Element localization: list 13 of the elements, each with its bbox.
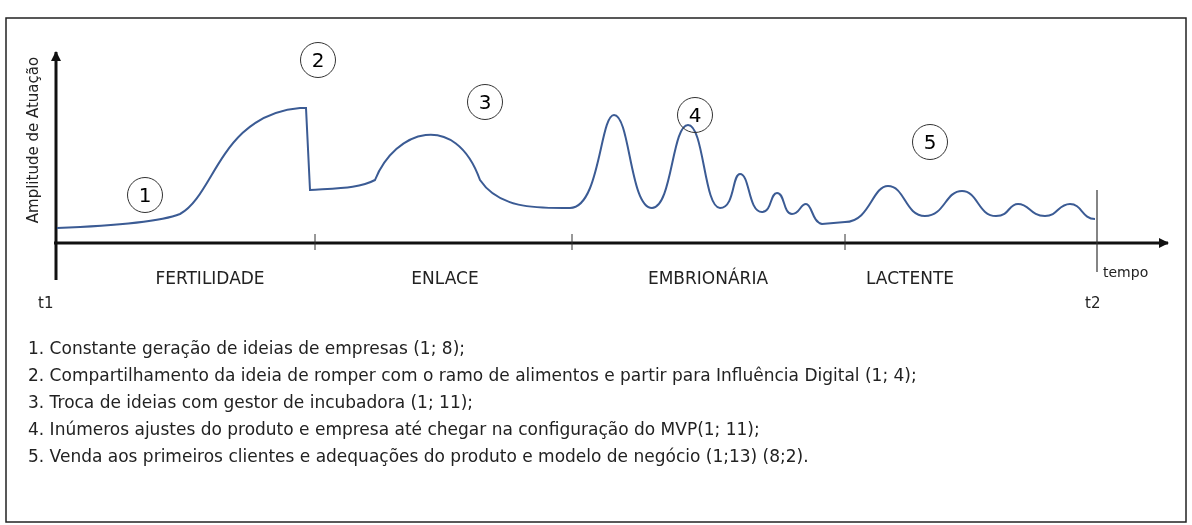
axis-label: tempo xyxy=(1103,263,1149,282)
axis-label: Amplitude de Atuação xyxy=(23,55,43,225)
phase-label: EMBRIONÁRIA xyxy=(647,268,769,288)
list-item: 2. Compartilhamento da ideia de romper com o ramo de alimentos e partir para Influência Digital (1; 4); xyxy=(28,365,917,385)
phase-label: FERTILIDADE xyxy=(155,268,265,288)
list-item: 1. Constante geração de ideias de empresas (1; 8); xyxy=(28,338,465,358)
list-item: 3. Troca de ideias com gestor de incubadora (1; 11); xyxy=(28,392,474,412)
phase-label: ENLACE xyxy=(411,268,479,288)
time-marker-label: t2 xyxy=(1085,293,1101,313)
list-item: 5. Venda aos primeiros clientes e adequações do produto e modelo de negócio (1;13) (8;2). xyxy=(28,446,809,466)
time-marker-label: t1 xyxy=(38,293,54,313)
phase-label: LACTENTE xyxy=(866,268,954,288)
list-item: 4. Inúmeros ajustes do produto e empresa até chegar na configuração do MVP(1; 11); xyxy=(28,419,760,439)
